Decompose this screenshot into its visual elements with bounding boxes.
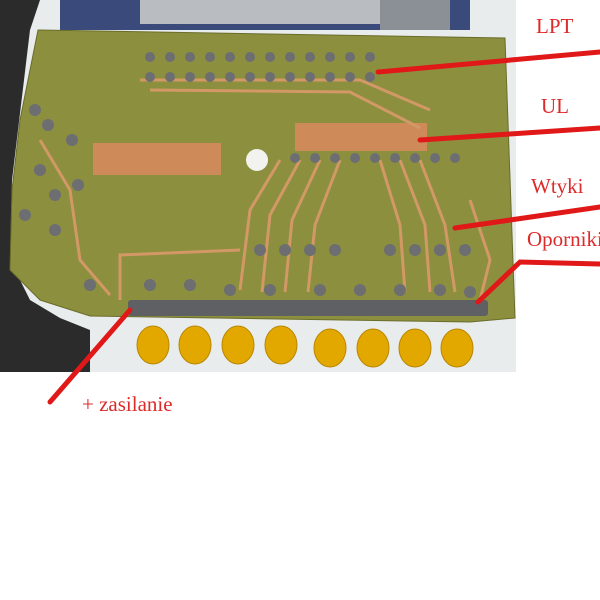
annotation-zasilanie: + zasilanie [82, 392, 173, 416]
lpt-connector-shell [140, 0, 380, 24]
solder-row-oporniki [144, 279, 476, 298]
led [356, 328, 390, 368]
pointer-wtyki [452, 204, 600, 231]
pointer-ul [417, 125, 600, 143]
solder-row-ul [290, 153, 460, 163]
solder-row-lpt-bottom [145, 72, 375, 82]
annotation-oporniki: Oporniki [527, 227, 600, 251]
led [264, 325, 298, 365]
copper-pad-right [295, 123, 427, 151]
solder-row-lpt-top [145, 52, 375, 62]
lpt-connector-bracket [380, 0, 450, 30]
led [440, 328, 474, 368]
solder-joints [19, 52, 476, 298]
pointer-oporniki [475, 259, 600, 305]
pointer-lpt [375, 49, 600, 75]
resistor-strip [128, 300, 488, 316]
mounting-hole [246, 149, 268, 171]
annotation-lpt: LPT [536, 14, 574, 38]
solder-row-wtyki [254, 244, 471, 256]
led [398, 328, 432, 368]
led-row [136, 325, 474, 368]
led [221, 325, 255, 365]
copper-pad-left [93, 143, 221, 175]
led [313, 328, 347, 368]
led [178, 325, 212, 365]
led [136, 325, 170, 365]
solder-left-cluster [19, 104, 96, 291]
annotation-ul: UL [541, 94, 569, 118]
annotation-pointers [47, 49, 600, 405]
pointer-zasilanie [47, 307, 133, 405]
dark-object-left [0, 0, 90, 372]
annotation-wtyki: Wtyki [531, 174, 584, 198]
